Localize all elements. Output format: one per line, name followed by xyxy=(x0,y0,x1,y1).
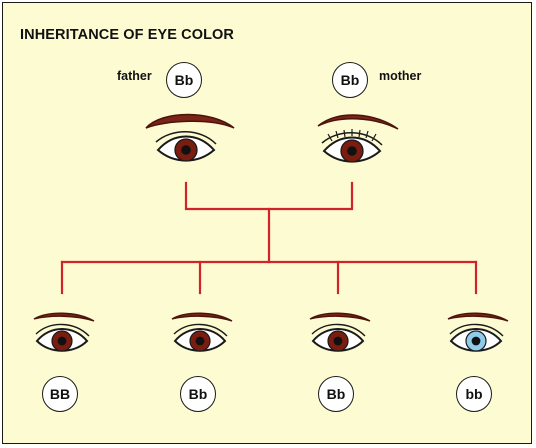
brow xyxy=(447,312,509,322)
mother-label: mother xyxy=(379,69,422,83)
father-label: father xyxy=(117,69,152,83)
child-eye-3 xyxy=(309,312,371,352)
connector-lines xyxy=(60,181,478,295)
brow xyxy=(171,312,233,322)
child-genotype-2: Bb xyxy=(180,376,216,412)
brow xyxy=(309,312,371,322)
mother-genotype: Bb xyxy=(332,62,368,98)
parent-connector xyxy=(184,181,354,211)
child-eye-4 xyxy=(447,312,509,352)
father-genotype: Bb xyxy=(166,62,202,98)
father-eye xyxy=(145,113,235,162)
child-genotype-1: BB xyxy=(42,376,78,412)
brow xyxy=(317,114,399,130)
diagram-title: INHERITANCE OF EYE COLOR xyxy=(20,27,235,43)
mother-eye xyxy=(317,114,399,163)
child-genotype-3: Bb xyxy=(318,376,354,412)
child-eye-1 xyxy=(33,312,95,352)
diagram-panel xyxy=(2,2,532,444)
child-genotype-4: bb xyxy=(456,376,492,412)
brow xyxy=(33,312,95,322)
child-eye-2 xyxy=(171,312,233,352)
brow xyxy=(145,113,235,129)
